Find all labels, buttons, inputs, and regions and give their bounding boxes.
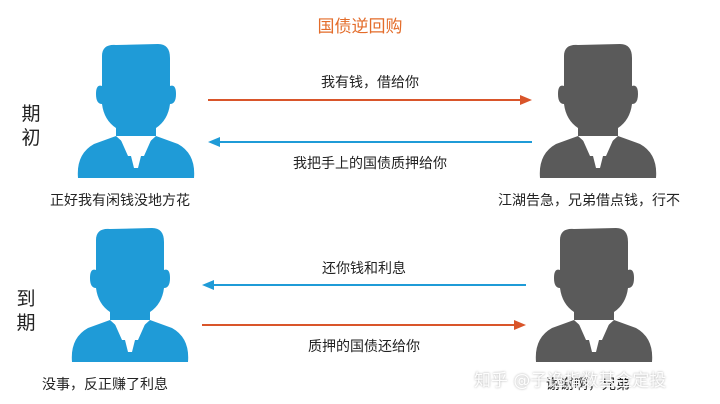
top-arrow-right (208, 95, 532, 105)
phase-start-label: 期 初 (20, 102, 42, 150)
top-left-caption: 正好我有闲钱没地方花 (50, 193, 190, 209)
top-arrow-left-label: 我把手上的国债质押给你 (293, 156, 447, 172)
diagram-title: 国债逆回购 (317, 17, 403, 37)
lender-person-icon-top (77, 44, 195, 178)
borrower-person-icon-bottom (535, 228, 653, 362)
phase-end-char-2: 期 (16, 312, 36, 334)
borrower-person-icon-top (539, 44, 657, 178)
bottom-arrow-left (202, 280, 526, 290)
watermark: 知乎 @子逸指数基金定投 (474, 371, 667, 391)
phase-start-char-2: 初 (21, 127, 41, 149)
top-arrow-right-label: 我有钱，借给你 (321, 75, 419, 91)
phase-end-char-1: 到 (16, 288, 36, 310)
lender-person-icon-bottom (71, 228, 189, 362)
top-arrow-left (208, 137, 532, 147)
phase-end-label: 到 期 (15, 287, 37, 335)
top-right-caption: 江湖告急，兄弟借点钱，行不 (498, 193, 680, 209)
phase-start-char-1: 期 (21, 103, 41, 125)
bottom-arrow-left-label: 还你钱和利息 (322, 261, 406, 277)
bottom-left-caption: 没事，反正赚了利息 (42, 377, 168, 393)
bottom-right-caption: 谢谢啊，兄弟 (546, 377, 630, 393)
bottom-arrow-right (202, 320, 526, 330)
bottom-arrow-right-label: 质押的国债还给你 (308, 339, 420, 355)
